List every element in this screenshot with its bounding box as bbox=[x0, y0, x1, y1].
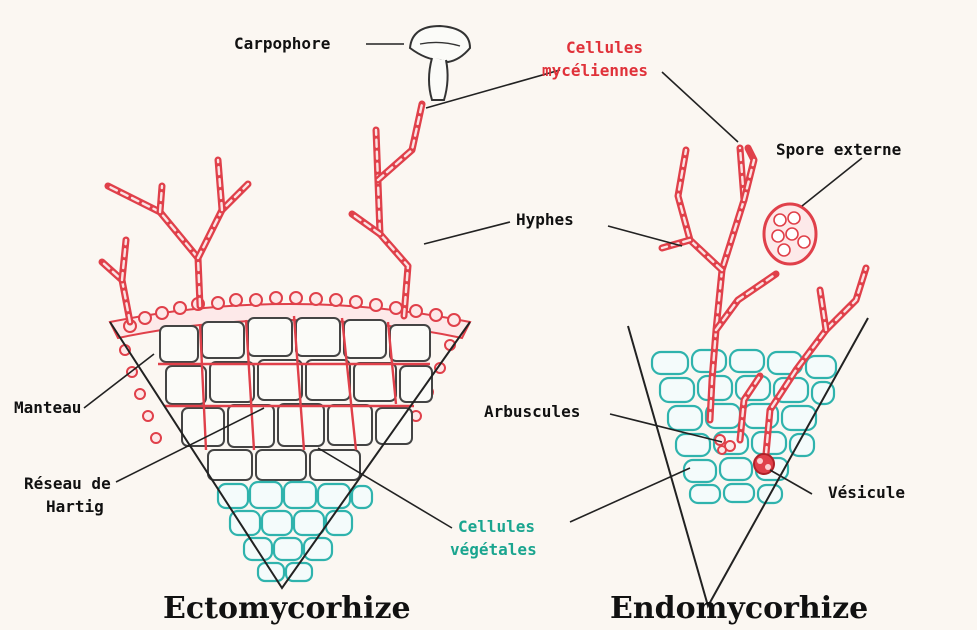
title-endomycorhize: Endomycorhize bbox=[610, 591, 868, 626]
label-carpophore: Carpophore bbox=[234, 34, 330, 53]
ecto-hyphae bbox=[102, 104, 422, 322]
label-cellules-vegetales-line2: végétales bbox=[450, 540, 537, 559]
carpophore-icon bbox=[410, 26, 470, 100]
label-arbuscules: Arbuscules bbox=[484, 402, 580, 421]
ecto-stele bbox=[218, 482, 372, 581]
ecto-cortex bbox=[158, 316, 432, 480]
ecto-wedge bbox=[102, 26, 470, 588]
label-spore-externe: Spore externe bbox=[776, 140, 901, 159]
label-reseau-line2: Hartig bbox=[46, 497, 104, 516]
label-manteau: Manteau bbox=[14, 398, 81, 417]
label-hyphes: Hyphes bbox=[516, 210, 574, 229]
titles: Ectomycorhize Endomycorhize bbox=[163, 591, 868, 626]
spore-icon bbox=[764, 204, 816, 264]
label-cellules-myceliennes-line1: Cellules bbox=[566, 38, 643, 57]
label-vesicule: Vésicule bbox=[828, 483, 905, 502]
title-ectomycorhize: Ectomycorhize bbox=[163, 591, 411, 626]
label-reseau-line1: Réseau de bbox=[24, 474, 111, 493]
label-cellules-myceliennes-line2: mycéliennes bbox=[542, 61, 648, 80]
label-cellules-vegetales-line1: Cellules bbox=[458, 517, 535, 536]
endo-wedge bbox=[628, 148, 868, 606]
